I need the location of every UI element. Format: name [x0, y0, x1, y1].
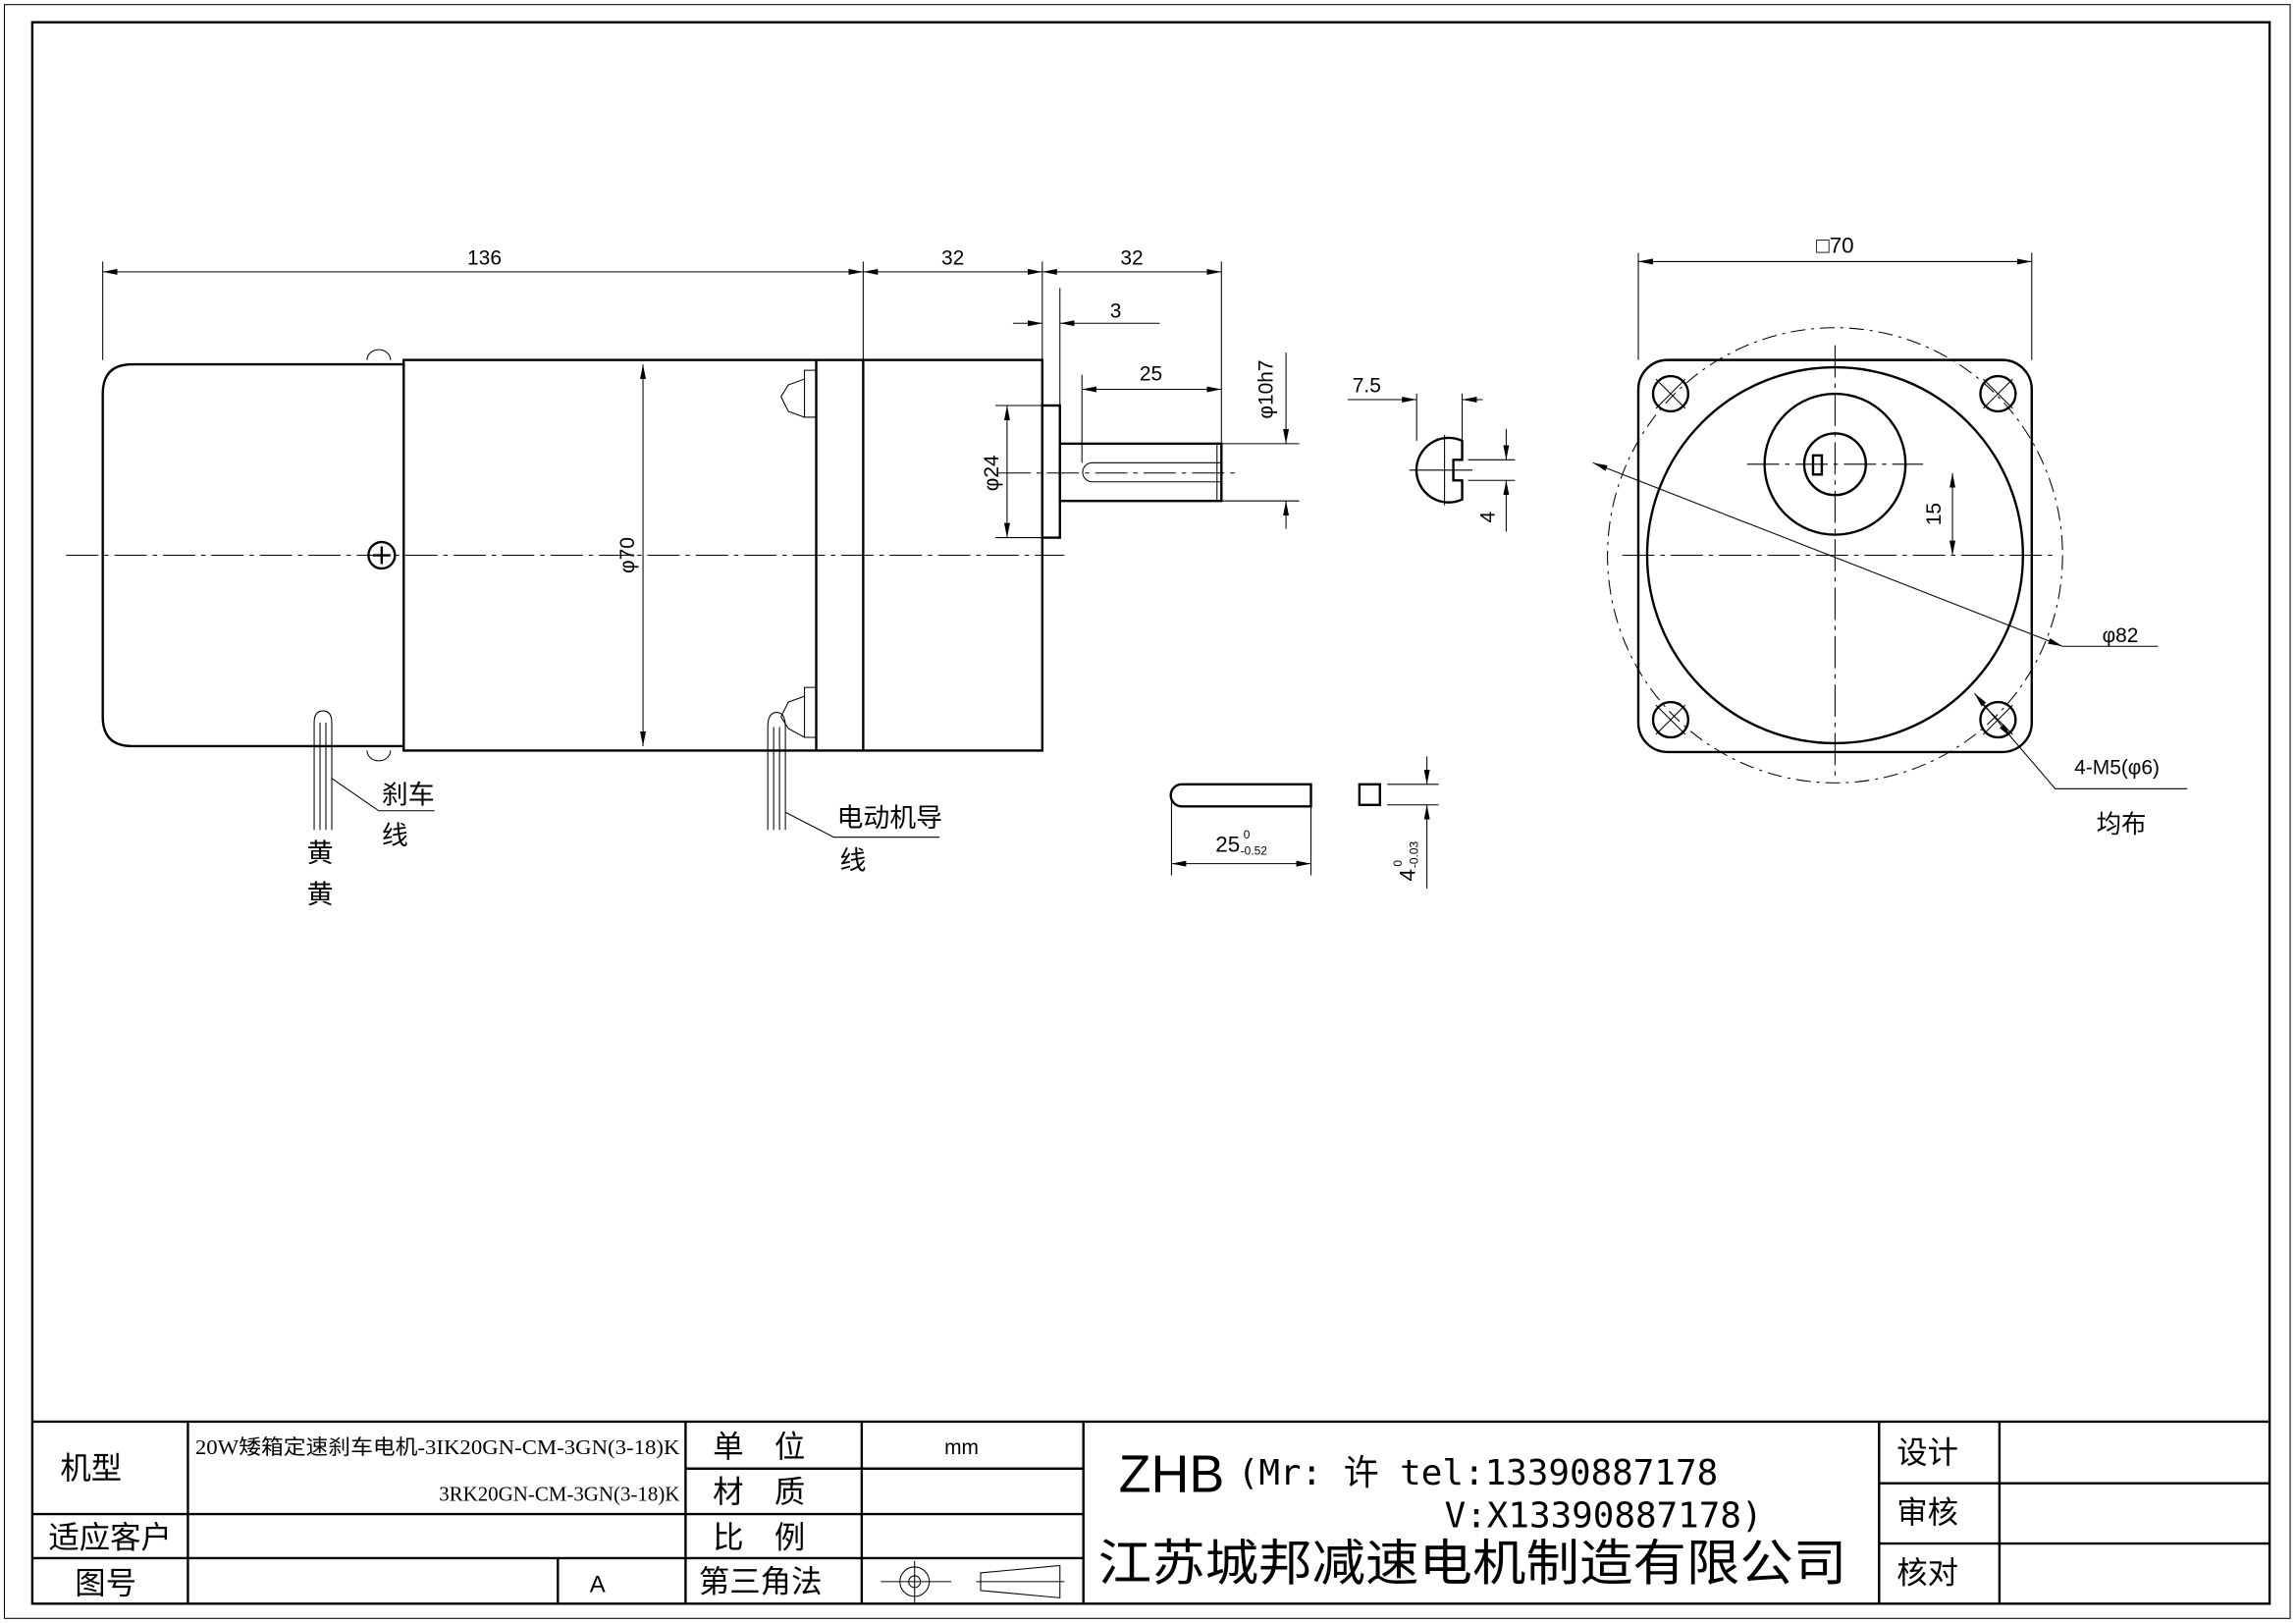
- drawing-no-label: 图号: [75, 1566, 136, 1600]
- side-view: 136 32 32 3 25 φ10h7 φ24 φ70 刹车 线 黄 黄 电动…: [66, 246, 1300, 909]
- mounting-hole: [1651, 374, 1690, 413]
- scale-label: 比 例: [713, 1521, 805, 1555]
- dim-body-dia: φ70: [616, 537, 639, 573]
- check-label: 核对: [1896, 1555, 1958, 1590]
- inner-frame: [30, 21, 2271, 1605]
- motor-wire-label-2: 线: [839, 846, 866, 876]
- dim-pcd: φ82: [2103, 624, 2139, 647]
- dim-136: 136: [467, 246, 502, 269]
- dim-7.5: 7.5: [1353, 375, 1381, 398]
- mounting-hole: [1651, 700, 1690, 739]
- dim-square-70: □70: [1816, 233, 1853, 257]
- dim-3: 3: [1110, 299, 1122, 322]
- motor-wire-label: 电动机导: [836, 803, 942, 833]
- customer-label: 适应客户: [48, 1521, 172, 1555]
- key-length-dim: 25: [1215, 833, 1240, 857]
- key-height-tol-upper: 0: [1391, 860, 1405, 867]
- revision: A: [590, 1571, 606, 1597]
- screw-icon: [366, 349, 392, 360]
- projection-label: 第三角法: [699, 1564, 823, 1598]
- holes-note: 均布: [2097, 811, 2147, 839]
- dim-25: 25: [1140, 363, 1162, 386]
- dim-shaft-dia: φ10h7: [1255, 359, 1278, 418]
- model-label: 机型: [60, 1451, 122, 1486]
- wire-color-1: 黄: [307, 839, 334, 868]
- dim-15: 15: [1923, 503, 1946, 525]
- review-label: 审核: [1896, 1495, 1958, 1530]
- shaft-section: 7.5 4: [1347, 375, 1516, 532]
- key-height-dim: 4: [1396, 869, 1420, 881]
- material-label: 材 质: [713, 1475, 805, 1509]
- screw-icon: [367, 540, 397, 570]
- design-label: 设计: [1896, 1435, 1958, 1470]
- brake-wire-label: 刹车: [382, 780, 435, 809]
- unit-label: 单 位: [713, 1430, 805, 1464]
- outer-border: [3, 4, 2291, 1619]
- key-length-tol-upper: 0: [1244, 828, 1251, 841]
- dim-32-shaft: 32: [1120, 246, 1143, 269]
- front-view: □70 15 φ82 4-M5(φ6) 均布: [1592, 233, 2188, 839]
- dim-holes: 4-M5(φ6): [2074, 756, 2160, 779]
- key-length-tol-lower: -0.52: [1241, 844, 1268, 858]
- contact-line-1: (Mr: 许 tel:13390887178: [1238, 1453, 1718, 1493]
- screw-icon: [366, 750, 392, 762]
- brake-wire-label-2: 线: [382, 821, 408, 850]
- model-line-1: 20W矮箱定速刹车电机-3IK20GN-CM-3GN(3-18)K: [195, 1435, 680, 1459]
- third-angle-projection-icon: [881, 1560, 1065, 1602]
- wire-color-2: 黄: [307, 880, 334, 909]
- key-height-tol-lower: -0.03: [1408, 840, 1421, 868]
- unit-value: mm: [944, 1436, 979, 1459]
- model-line-2: 3RK20GN-CM-3GN(3-18)K: [439, 1483, 679, 1506]
- dim-4: 4: [1476, 511, 1499, 522]
- dim-pilot-dia: φ24: [981, 455, 1003, 491]
- key-detail: 25 0 -0.52 4 0 -0.03: [1169, 756, 1439, 890]
- title-block: 机型 20W矮箱定速刹车电机-3IK20GN-CM-3GN(3-18)K 3RK…: [31, 1420, 2270, 1604]
- contact-line-2: V:X13390887178): [1445, 1496, 1763, 1537]
- dim-32-gearbox: 32: [941, 246, 964, 269]
- company-name: 江苏城邦减速电机制造有限公司: [1098, 1535, 1847, 1591]
- brand: ZHB: [1119, 1445, 1225, 1504]
- mounting-hole: [1979, 374, 2017, 413]
